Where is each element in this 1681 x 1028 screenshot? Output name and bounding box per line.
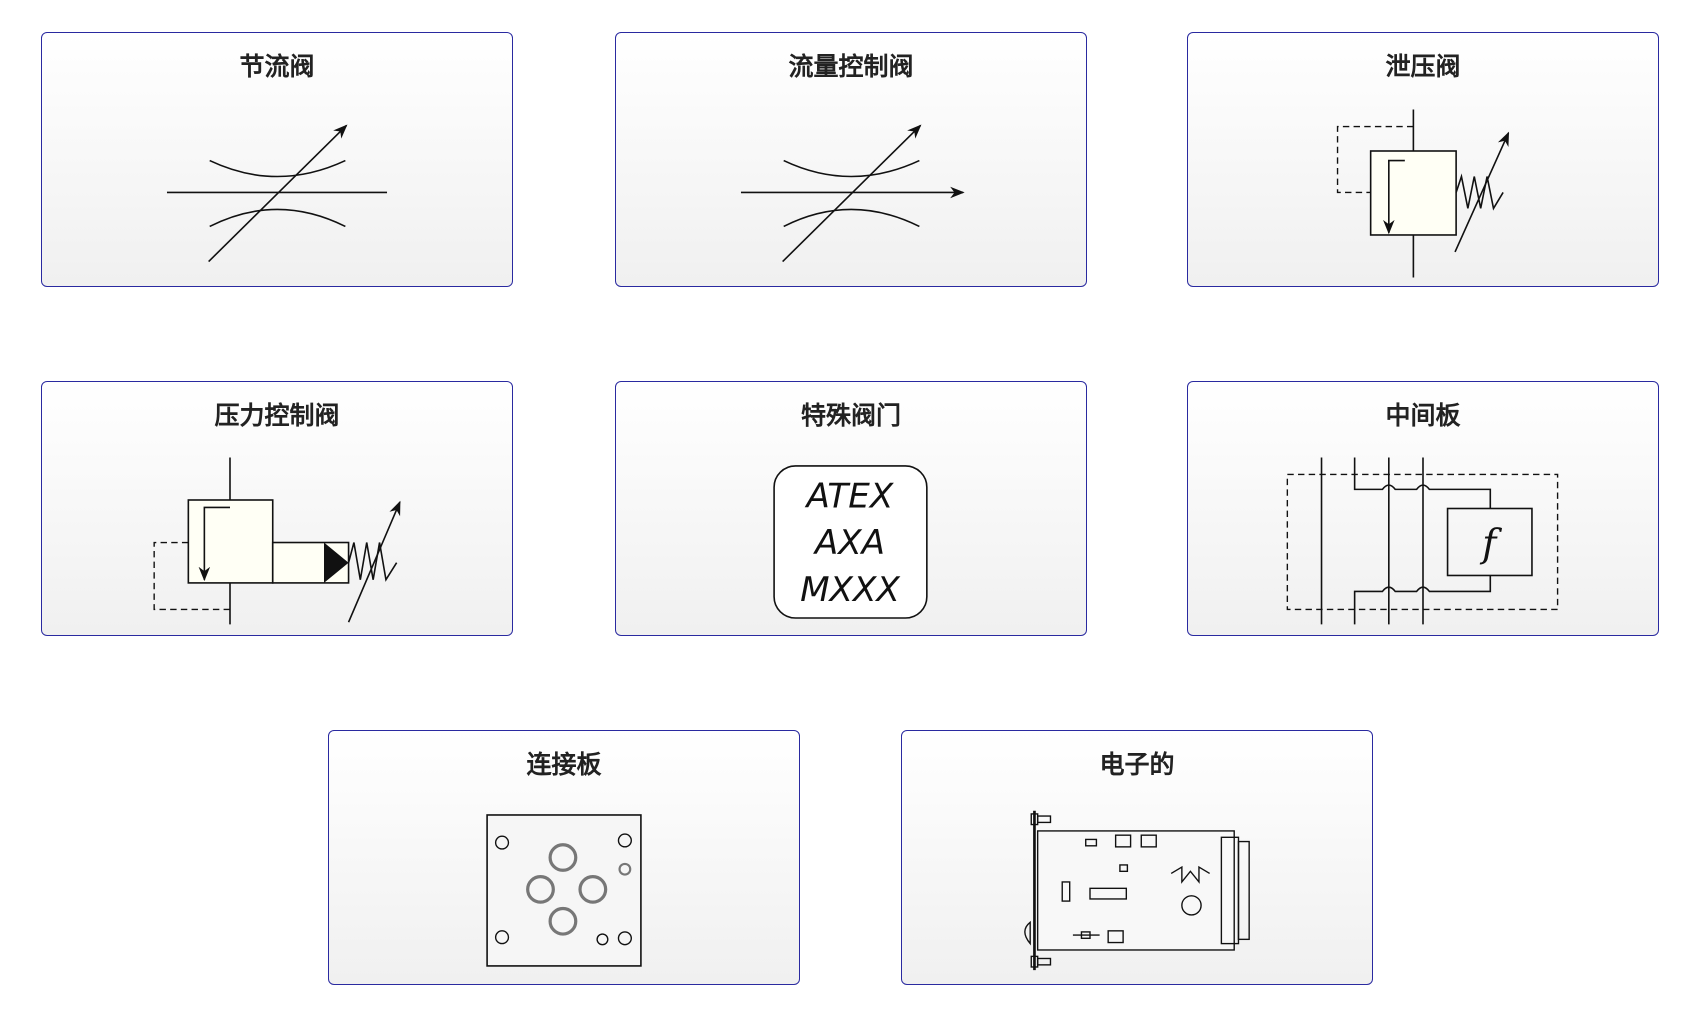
card-title: 特殊阀门 bbox=[800, 401, 901, 430]
card-title: 连接板 bbox=[526, 750, 602, 779]
card-subplate[interactable]: 连接板 bbox=[328, 730, 800, 985]
function-symbol: f bbox=[1479, 521, 1502, 566]
pressure-control-valve-icon bbox=[153, 457, 401, 625]
label-mxxx: MXXX bbox=[800, 570, 900, 610]
card-special-valves[interactable]: ATEX AXA MXXX 特殊阀门 bbox=[615, 381, 1087, 636]
subplate-icon bbox=[486, 814, 642, 967]
special-valves-icon: ATEX AXA MXXX bbox=[773, 465, 928, 619]
card-pressure-control-valve[interactable]: 压力控制阀 bbox=[41, 381, 513, 636]
card-title: 节流阀 bbox=[239, 52, 315, 81]
pressure-relief-valve-icon bbox=[1336, 109, 1510, 278]
label-axa: AXA bbox=[813, 523, 885, 563]
card-title: 压力控制阀 bbox=[214, 401, 340, 430]
card-electronics[interactable]: 电子的 bbox=[901, 730, 1373, 985]
card-pressure-relief-valve[interactable]: 泄压阀 bbox=[1187, 32, 1659, 287]
card-intermediate-plate[interactable]: f 中间板 bbox=[1187, 381, 1659, 636]
card-title: 流量控制阀 bbox=[788, 52, 914, 81]
electronics-card-icon bbox=[1024, 810, 1250, 971]
card-flow-control-valve[interactable]: 流量控制阀 bbox=[615, 32, 1087, 287]
card-title: 泄压阀 bbox=[1385, 52, 1461, 81]
card-title: 电子的 bbox=[1099, 750, 1175, 779]
flow-control-valve-icon bbox=[740, 124, 965, 263]
card-title: 中间板 bbox=[1385, 401, 1461, 430]
label-atex: ATEX bbox=[805, 477, 894, 517]
intermediate-plate-icon: f bbox=[1286, 457, 1559, 625]
card-throttle-valve[interactable]: 节流阀 bbox=[41, 32, 513, 287]
throttle-valve-icon bbox=[166, 124, 388, 263]
